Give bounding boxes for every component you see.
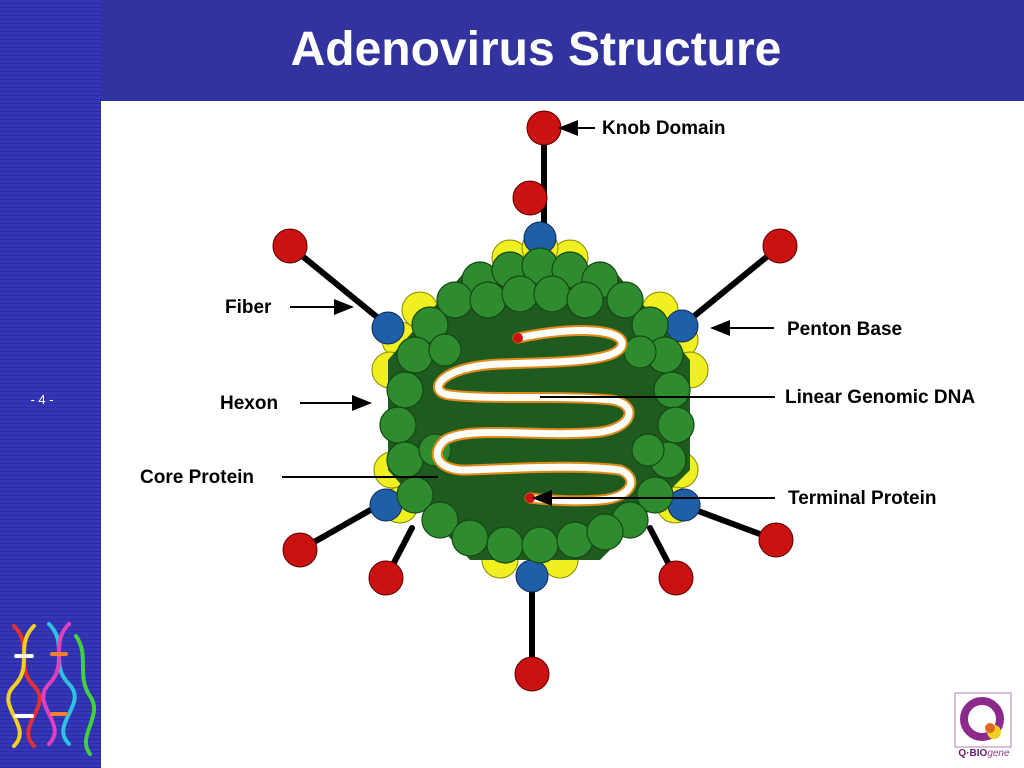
sidebar: - 4 - [0,0,101,768]
label-terminal-protein: Terminal Protein [788,488,937,509]
label-hexon: Hexon [220,393,279,414]
label-linear-genomic-dna: Linear Genomic DNA [785,387,976,408]
logo-text: Q·BIOgene [952,748,1016,759]
page-number: - 4 - [30,392,54,407]
dna-helix-icon [6,622,96,756]
label-fiber: Fiber [225,297,272,318]
knob-domains [272,110,798,692]
logo-suffix: gene [987,748,1010,759]
terminal-protein-dot-top [513,333,523,343]
label-knob-domain: Knob Domain [602,118,726,139]
logo-brand: Q·BIO [958,748,988,759]
hexon-capsid [379,247,695,564]
header-bar [101,0,1024,101]
slide-title: Adenovirus Structure [290,23,782,76]
genomic-dna [431,325,637,507]
label-core-protein: Core Protein [140,467,255,488]
qbiogene-logo-icon [954,692,1012,748]
pointer-lines [282,120,775,506]
terminal-protein-dot-bottom [525,493,535,503]
label-penton-base: Penton Base [787,319,903,340]
penton-bases [369,221,701,593]
